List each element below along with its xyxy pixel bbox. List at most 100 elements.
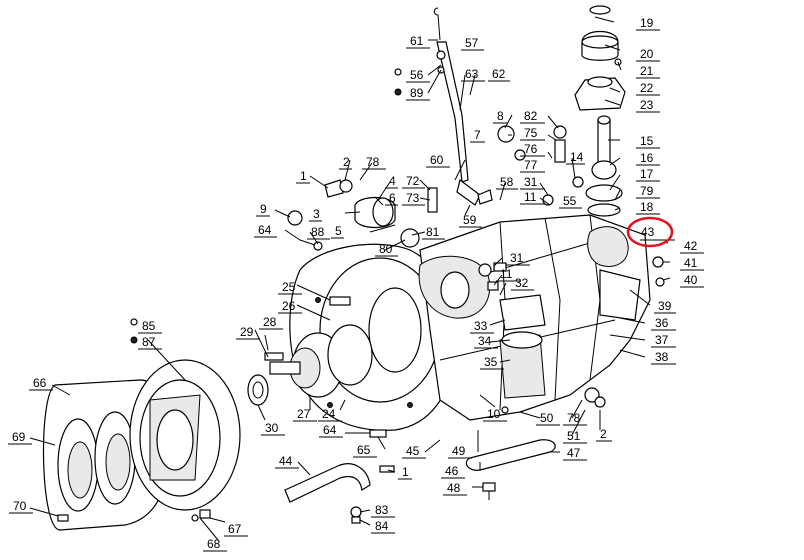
callout-17[interactable]: 17 <box>640 167 654 181</box>
release-bearing-27 <box>269 324 373 398</box>
callout-44[interactable]: 44 <box>279 454 293 468</box>
callout-2a[interactable]: 2 <box>343 155 350 169</box>
callout-1a[interactable]: 1 <box>300 169 307 183</box>
small-fittings <box>57 125 675 522</box>
callout-11b[interactable]: 11 <box>500 267 513 281</box>
callout-87[interactable]: 87 <box>142 335 156 349</box>
callout-61[interactable]: 61 <box>410 34 424 48</box>
callout-27[interactable]: 27 <box>297 407 311 421</box>
callout-48[interactable]: 48 <box>447 481 461 495</box>
callout-18[interactable]: 18 <box>640 200 654 214</box>
callout-89[interactable]: 89 <box>410 86 424 100</box>
callout-68[interactable]: 68 <box>207 537 221 551</box>
highlight-circle-43 <box>626 216 674 248</box>
callout-67[interactable]: 67 <box>228 522 242 536</box>
callout-47[interactable]: 47 <box>567 446 581 460</box>
gearbox-case <box>418 194 651 421</box>
callout-63[interactable]: 63 <box>465 67 479 81</box>
callout-24[interactable]: 24 <box>322 407 336 421</box>
callout-22[interactable]: 22 <box>640 81 654 95</box>
oil-pipe-44 <box>284 463 371 503</box>
callout-35[interactable]: 35 <box>484 355 498 369</box>
callout-62[interactable]: 62 <box>492 67 506 81</box>
callout-42[interactable]: 42 <box>684 239 698 253</box>
callout-84[interactable]: 84 <box>375 519 389 533</box>
callout-32[interactable]: 32 <box>515 276 529 290</box>
callout-46[interactable]: 46 <box>445 464 459 478</box>
callout-83[interactable]: 83 <box>375 503 389 517</box>
callout-49[interactable]: 49 <box>452 444 466 458</box>
callout-28[interactable]: 28 <box>263 315 277 329</box>
callout-78b[interactable]: 78 <box>567 411 581 425</box>
callout-69[interactable]: 69 <box>12 430 26 444</box>
callout-81[interactable]: 81 <box>426 225 440 239</box>
callout-3[interactable]: 3 <box>313 207 320 221</box>
callout-75[interactable]: 75 <box>524 126 538 140</box>
callout-25[interactable]: 25 <box>282 280 296 294</box>
callout-underlines <box>8 29 704 552</box>
callout-26[interactable]: 26 <box>282 299 296 313</box>
callout-34[interactable]: 34 <box>478 334 492 348</box>
callout-72[interactable]: 72 <box>406 174 420 188</box>
callout-76[interactable]: 76 <box>524 142 538 156</box>
callout-58[interactable]: 58 <box>500 175 514 189</box>
callout-9[interactable]: 9 <box>260 202 267 216</box>
cap-20 <box>581 5 622 66</box>
callout-66[interactable]: 66 <box>33 376 47 390</box>
callout-43[interactable]: 43 <box>641 225 655 239</box>
callout-10[interactable]: 10 <box>487 407 501 421</box>
callout-31a[interactable]: 31 <box>524 175 538 189</box>
callout-50[interactable]: 50 <box>540 411 554 425</box>
callout-20[interactable]: 20 <box>640 47 654 61</box>
boot-22 <box>574 76 626 111</box>
callout-21[interactable]: 21 <box>640 64 654 78</box>
callout-8[interactable]: 8 <box>497 109 504 123</box>
callout-16[interactable]: 16 <box>640 151 654 165</box>
callout-64b[interactable]: 64 <box>323 423 337 437</box>
callout-70[interactable]: 70 <box>13 499 27 513</box>
callout-60[interactable]: 60 <box>430 153 444 167</box>
callout-39[interactable]: 39 <box>658 299 672 313</box>
callout-5[interactable]: 5 <box>335 224 342 238</box>
callout-79[interactable]: 79 <box>640 184 654 198</box>
callout-64a[interactable]: 64 <box>258 223 272 237</box>
callout-11a[interactable]: 11 <box>524 190 537 204</box>
callout-65[interactable]: 65 <box>357 443 371 457</box>
plug-83 <box>350 506 362 524</box>
callout-6[interactable]: 6 <box>389 191 396 205</box>
callout-23[interactable]: 23 <box>640 98 654 112</box>
callout-88[interactable]: 88 <box>311 225 325 239</box>
callout-40[interactable]: 40 <box>684 273 698 287</box>
callout-7[interactable]: 7 <box>474 128 481 142</box>
leader-lines <box>29 16 671 541</box>
callout-31b[interactable]: 31 <box>510 251 524 265</box>
callout-85[interactable]: 85 <box>142 319 156 333</box>
callout-15[interactable]: 15 <box>640 134 654 148</box>
callout-4[interactable]: 4 <box>389 174 396 188</box>
callout-38[interactable]: 38 <box>655 350 669 364</box>
callout-82[interactable]: 82 <box>524 109 538 123</box>
callout-41[interactable]: 41 <box>684 256 698 270</box>
callout-56[interactable]: 56 <box>410 68 424 82</box>
callout-59[interactable]: 59 <box>463 213 477 227</box>
callout-51[interactable]: 51 <box>567 429 581 443</box>
callout-33[interactable]: 33 <box>474 319 488 333</box>
callout-29[interactable]: 29 <box>240 325 254 339</box>
callout-36[interactable]: 36 <box>655 316 669 330</box>
callout-37[interactable]: 37 <box>655 333 669 347</box>
callout-1b[interactable]: 1 <box>402 465 409 479</box>
callout-19[interactable]: 19 <box>640 16 654 30</box>
callout-73[interactable]: 73 <box>406 191 420 205</box>
bolt-48 <box>482 482 496 500</box>
callout-80[interactable]: 80 <box>379 242 393 256</box>
callout-14[interactable]: 14 <box>570 150 584 164</box>
callout-30[interactable]: 30 <box>265 421 279 435</box>
callout-55[interactable]: 55 <box>563 194 577 208</box>
flywheel-85 <box>129 359 241 511</box>
callout-77[interactable]: 77 <box>524 158 538 172</box>
callout-labels: 19 20 21 22 23 15 16 17 79 18 43 42 41 4… <box>12 16 698 551</box>
callout-57[interactable]: 57 <box>465 36 479 50</box>
callout-45[interactable]: 45 <box>406 444 420 458</box>
callout-78a[interactable]: 78 <box>366 155 380 169</box>
callout-2b[interactable]: 2 <box>600 427 607 441</box>
